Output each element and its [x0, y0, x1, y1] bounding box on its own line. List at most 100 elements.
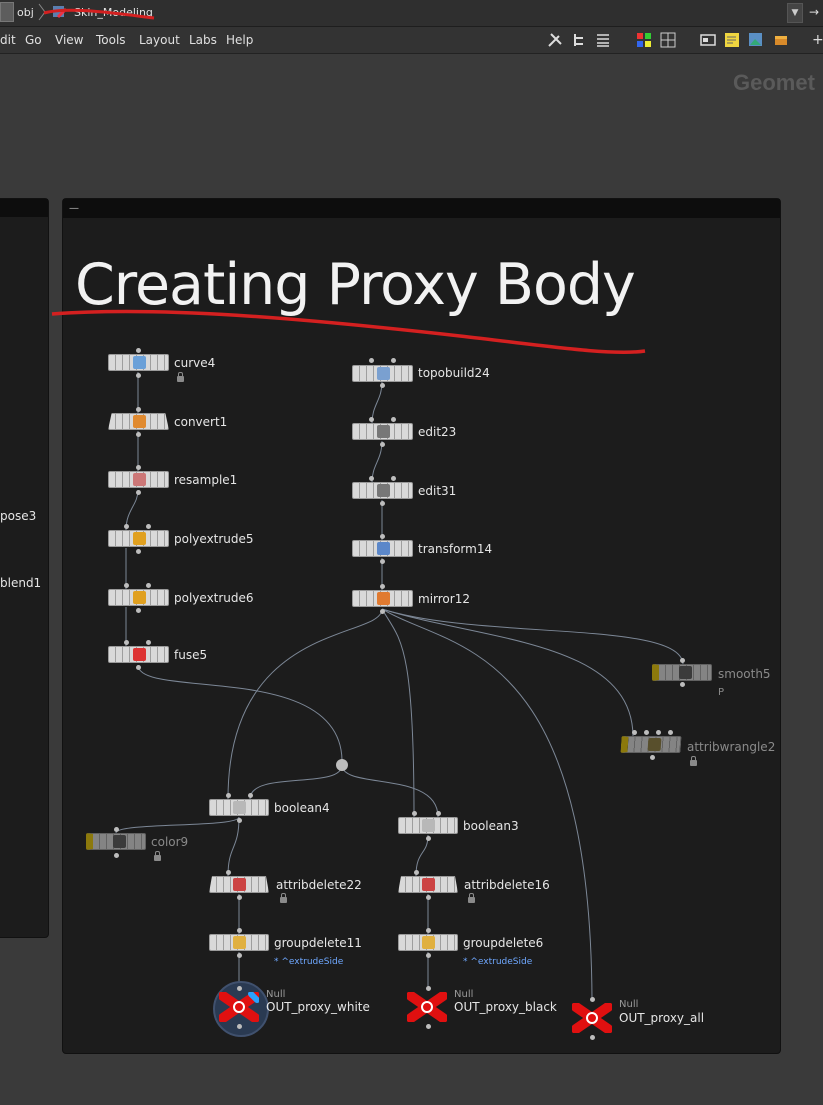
grid-icon[interactable]: [660, 32, 676, 48]
input-port[interactable]: [136, 348, 141, 353]
input-port[interactable]: [369, 417, 374, 422]
output-port[interactable]: [426, 895, 431, 900]
input-port[interactable]: [369, 476, 374, 481]
input-port[interactable]: [391, 476, 396, 481]
menu-help[interactable]: Help: [226, 33, 254, 47]
left-network-box[interactable]: [0, 198, 49, 938]
add-icon[interactable]: +: [812, 32, 823, 48]
output-port[interactable]: [380, 442, 385, 447]
node-polyextrude6[interactable]: [108, 589, 169, 606]
breadcrumb-skin-modeling[interactable]: Skin_Modeling: [74, 5, 153, 19]
output-port[interactable]: [680, 682, 685, 687]
tree-icon[interactable]: [571, 32, 587, 48]
input-port[interactable]: [136, 465, 141, 470]
input-port[interactable]: [414, 870, 419, 875]
input-port[interactable]: [680, 658, 685, 663]
output-port[interactable]: [650, 755, 655, 760]
output-port[interactable]: [136, 373, 141, 378]
input-port[interactable]: [590, 997, 595, 1002]
output-port[interactable]: [590, 1035, 595, 1040]
input-port[interactable]: [146, 524, 151, 529]
image-icon[interactable]: [748, 32, 764, 48]
output-port[interactable]: [237, 953, 242, 958]
node-boolean4[interactable]: [209, 799, 269, 816]
sticky-note-icon[interactable]: [724, 32, 740, 48]
node-curve4[interactable]: [108, 354, 169, 371]
output-port[interactable]: [426, 1024, 431, 1029]
node-transform14[interactable]: [352, 540, 413, 557]
input-port[interactable]: [146, 640, 151, 645]
input-port[interactable]: [426, 928, 431, 933]
path-dropdown-button[interactable]: ▼: [787, 3, 803, 23]
node-out-proxy-all[interactable]: [572, 1003, 612, 1033]
node-attribwrangle2[interactable]: [620, 736, 682, 753]
input-port[interactable]: [426, 986, 431, 991]
output-port[interactable]: [426, 953, 431, 958]
input-port[interactable]: [436, 811, 441, 816]
input-port[interactable]: [656, 730, 661, 735]
network-box-icon[interactable]: [700, 32, 716, 48]
node-convert1[interactable]: [108, 413, 169, 430]
output-port[interactable]: [136, 432, 141, 437]
node-out-proxy-white[interactable]: [219, 992, 259, 1022]
input-port[interactable]: [668, 730, 673, 735]
node-boolean3[interactable]: [398, 817, 458, 834]
input-port[interactable]: [391, 417, 396, 422]
menu-go[interactable]: Go: [25, 33, 42, 47]
input-port[interactable]: [380, 584, 385, 589]
input-port[interactable]: [124, 640, 129, 645]
input-port[interactable]: [632, 730, 637, 735]
output-port[interactable]: [237, 895, 242, 900]
node-resample1[interactable]: [108, 471, 169, 488]
menu-tools[interactable]: Tools: [96, 33, 126, 47]
menu-labs[interactable]: Labs: [189, 33, 217, 47]
list-icon[interactable]: [595, 32, 611, 48]
path-forward-icon[interactable]: →: [809, 5, 820, 19]
node-out-proxy-black[interactable]: [407, 992, 447, 1022]
menu-layout[interactable]: Layout: [139, 33, 180, 47]
input-port[interactable]: [146, 583, 151, 588]
palette-icon[interactable]: [773, 32, 789, 48]
input-port[interactable]: [226, 793, 231, 798]
node-groupdelete11[interactable]: [209, 934, 269, 951]
input-port[interactable]: [412, 811, 417, 816]
input-port[interactable]: [226, 870, 231, 875]
node-topobuild24[interactable]: [352, 365, 413, 382]
output-port[interactable]: [136, 608, 141, 613]
input-port[interactable]: [124, 583, 129, 588]
output-port[interactable]: [380, 609, 385, 614]
input-port[interactable]: [124, 524, 129, 529]
node-smooth5[interactable]: [652, 664, 712, 681]
input-port[interactable]: [114, 827, 119, 832]
input-port[interactable]: [391, 358, 396, 363]
tools-icon[interactable]: [547, 32, 563, 48]
input-port[interactable]: [369, 358, 374, 363]
node-fuse5[interactable]: [108, 646, 169, 663]
output-port[interactable]: [136, 549, 141, 554]
input-port[interactable]: [248, 793, 253, 798]
input-port[interactable]: [237, 928, 242, 933]
menu-edit[interactable]: dit: [0, 33, 16, 47]
node-color9[interactable]: [86, 833, 146, 850]
collapse-button[interactable]: —: [69, 203, 79, 214]
output-port[interactable]: [114, 853, 119, 858]
output-port[interactable]: [136, 665, 141, 670]
node-edit23[interactable]: [352, 423, 413, 440]
input-port[interactable]: [380, 534, 385, 539]
output-port[interactable]: [136, 490, 141, 495]
output-port[interactable]: [237, 818, 242, 823]
breadcrumb-obj[interactable]: obj: [17, 5, 34, 19]
node-attribdelete22[interactable]: [209, 876, 269, 893]
output-port[interactable]: [237, 1024, 242, 1029]
color-grid-icon[interactable]: [636, 32, 652, 48]
output-port[interactable]: [426, 836, 431, 841]
input-port[interactable]: [136, 407, 141, 412]
node-mirror12[interactable]: [352, 590, 413, 607]
input-port[interactable]: [644, 730, 649, 735]
node-edit31[interactable]: [352, 482, 413, 499]
output-port[interactable]: [380, 383, 385, 388]
output-port[interactable]: [380, 501, 385, 506]
menu-view[interactable]: View: [55, 33, 84, 47]
input-port[interactable]: [237, 986, 242, 991]
node-attribdelete16[interactable]: [398, 876, 458, 893]
